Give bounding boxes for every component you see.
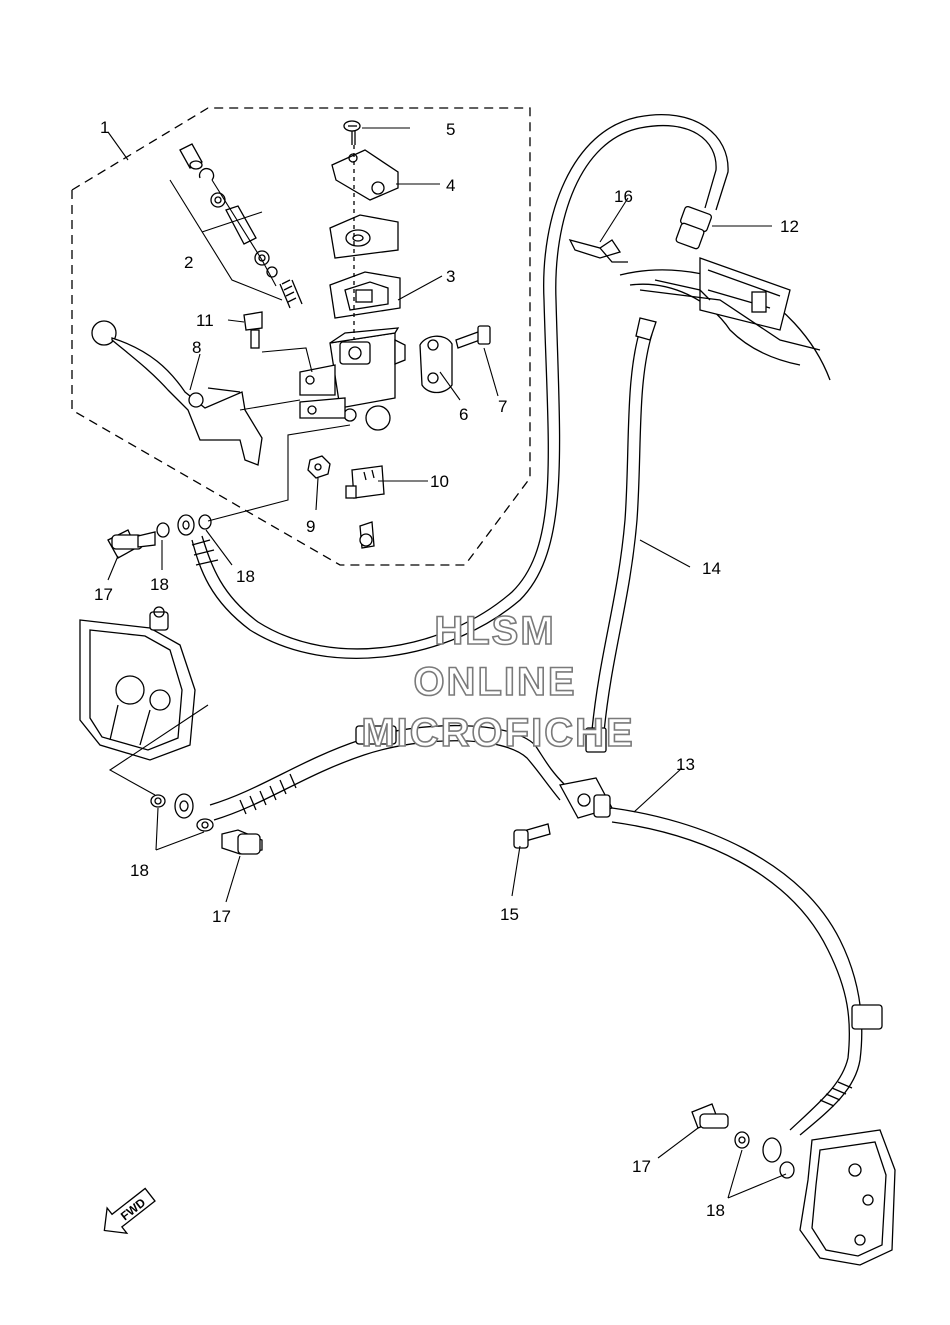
callout-5: 5 [446,120,455,139]
callout-10: 10 [430,472,449,491]
assembly-dashed-outline [71,107,531,566]
callouts: 1 2 3 4 5 6 7 8 9 10 11 12 13 14 15 16 1… [94,118,799,1220]
callout-18-lower-left: 18 [130,861,149,880]
watermark: HLSM ONLINE MICROFICHE [361,608,634,756]
callout-14: 14 [702,559,721,578]
brake-hose-14 [591,329,641,731]
piston-kit [179,143,303,309]
callout-13: 13 [676,755,695,774]
brake-hose-13 [611,807,863,1136]
callout-2: 2 [184,253,193,272]
brake-lever [91,320,263,466]
watermark-line-2: ONLINE [413,660,576,704]
callout-4: 4 [446,176,455,195]
diaphragm-holder [329,271,401,319]
forward-direction-arrow: FWD [103,1187,156,1235]
callout-8: 8 [192,338,201,357]
three-way-joint [559,777,613,819]
callout-17-lower-left: 17 [212,907,231,926]
master-cylinder-holder [419,335,453,394]
callout-17-upper-left: 17 [94,585,113,604]
diaphragm [329,214,399,259]
joint-bolt [513,823,551,849]
left-main-hose [209,724,566,806]
callout-17-right: 17 [632,1157,651,1176]
upper-hose [191,124,717,659]
hose-clamp [568,239,628,263]
cap-screw [343,120,361,145]
watermark-line-3: MICROFICHE [361,711,634,755]
callout-6: 6 [459,405,468,424]
watermark-line-1: HLSM [434,609,555,653]
nut [307,455,331,479]
right-banjo-set [691,1103,795,1179]
joint-fitting [675,205,713,250]
lever-pivot-bolt [243,311,263,349]
brake-light-switch [345,465,385,549]
callout-3: 3 [446,267,455,286]
callout-9: 9 [306,517,315,536]
callout-18-right: 18 [706,1201,725,1220]
reservoir-cap [331,149,399,201]
master-cylinder [299,327,406,431]
leader-lines [107,127,787,1199]
callout-16: 16 [614,187,633,206]
upper-banjo-set [107,514,212,559]
callout-18-upper-left-a: 18 [150,575,169,594]
callout-1: 1 [100,118,109,137]
left-banjo-fitting [150,793,263,855]
handlebar-bracket [619,257,831,381]
callout-7: 7 [498,397,507,416]
callout-15: 15 [500,905,519,924]
callout-18-upper-left-b: 18 [236,567,255,586]
callout-12: 12 [780,217,799,236]
front-right-caliper [799,1129,896,1266]
callout-11: 11 [196,311,214,330]
holder-bolt [455,325,491,349]
front-left-caliper [79,606,196,761]
